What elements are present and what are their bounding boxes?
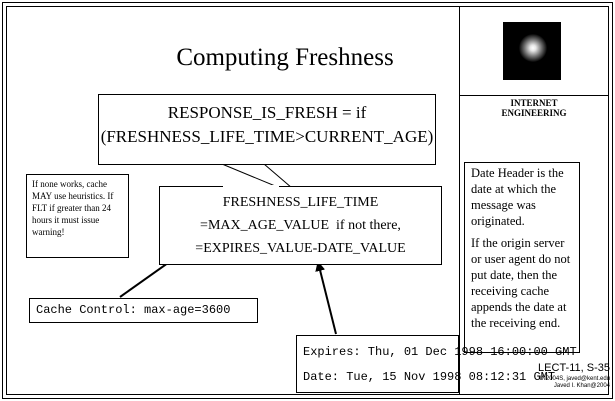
galaxy-logo-icon bbox=[503, 22, 561, 80]
freshness-lifetime-box: FRESHNESS_LIFE_TIME =MAX_AGE_VALUE if no… bbox=[159, 186, 442, 265]
response-fresh-box: RESPONSE_IS_FRESH = if (FRESHNESS_LIFE_T… bbox=[98, 94, 436, 165]
callout-joint bbox=[223, 185, 279, 187]
heuristics-note: If none works, cache MAY use heuristics.… bbox=[26, 174, 129, 258]
course-email: IN2004S, javed@kent.edu bbox=[539, 376, 610, 382]
freshness-line-2: =MAX_AGE_VALUE if not there, bbox=[200, 218, 401, 233]
author-credit: Javed I. Khan@2004 bbox=[553, 383, 610, 389]
date-line: Date: Tue, 15 Nov 1998 08:12:31 GMT bbox=[303, 370, 556, 384]
freshness-line-1: FRESHNESS_LIFE_TIME bbox=[222, 195, 379, 210]
freshness-line-3: =EXPIRES_VALUE-DATE_VALUE bbox=[195, 241, 406, 256]
date-header-paragraph-2: If the origin server or user agent do no… bbox=[471, 236, 571, 330]
logo-caption: INTERNET ENGINEERING bbox=[486, 98, 582, 118]
logo-caption-line-2: ENGINEERING bbox=[501, 108, 567, 118]
response-line-1: RESPONSE_IS_FRESH = if bbox=[167, 103, 367, 122]
expires-line: Expires: Thu, 01 Dec 1998 16:00:00 GMT bbox=[303, 345, 577, 359]
date-header-paragraph-1: Date Header is the date at which the mes… bbox=[471, 166, 564, 228]
lecture-number: LECT-11, S-35 bbox=[538, 362, 610, 374]
response-line-2: (FRESHNESS_LIFE_TIME>CURRENT_AGE) bbox=[100, 127, 434, 146]
cache-control-box: Cache Control: max-age=3600 bbox=[29, 298, 258, 323]
expires-arrow bbox=[315, 261, 337, 335]
logo-divider bbox=[459, 95, 609, 96]
sidebar-divider bbox=[459, 6, 460, 395]
slide-title: Computing Freshness bbox=[176, 44, 394, 71]
expires-date-box: Expires: Thu, 01 Dec 1998 16:00:00 GMT D… bbox=[296, 335, 577, 393]
slide-inner-border bbox=[6, 6, 609, 395]
logo-caption-line-1: INTERNET bbox=[510, 98, 558, 108]
date-header-note: Date Header is the date at which the mes… bbox=[464, 162, 580, 353]
